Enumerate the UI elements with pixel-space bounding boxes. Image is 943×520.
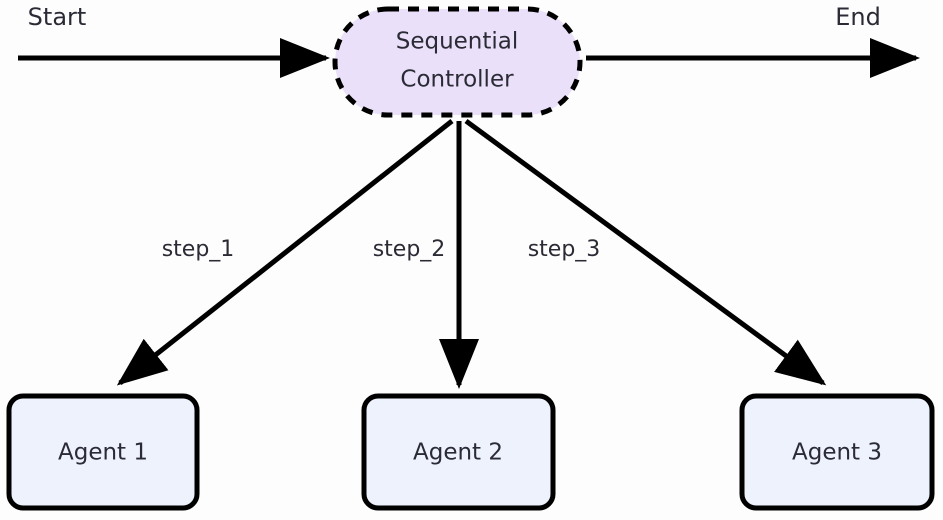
- agent-3-node-shape[interactable]: [739, 393, 935, 511]
- agent-2-label: Agent 2: [413, 440, 503, 466]
- controller-label-line-2: Controller: [400, 67, 514, 93]
- edge-label-step-3: step_3: [528, 237, 601, 262]
- agent-3-label: Agent 3: [792, 440, 882, 466]
- end-label: End: [835, 3, 881, 31]
- edge-label-step-1: step_1: [162, 237, 235, 262]
- edge-controller-to-agent-3: [464, 118, 827, 386]
- controller-label-line-1: Sequential: [396, 29, 519, 55]
- agent-1-label: Agent 1: [58, 440, 148, 466]
- edge-controller-to-agent-1: [116, 119, 454, 386]
- agent-2-node-shape[interactable]: [361, 393, 556, 511]
- controller-node-shape[interactable]: [332, 6, 583, 118]
- edge-label-step-2: step_2: [373, 237, 446, 262]
- start-label: Start: [28, 3, 87, 31]
- agent-1-node-shape[interactable]: [6, 393, 200, 511]
